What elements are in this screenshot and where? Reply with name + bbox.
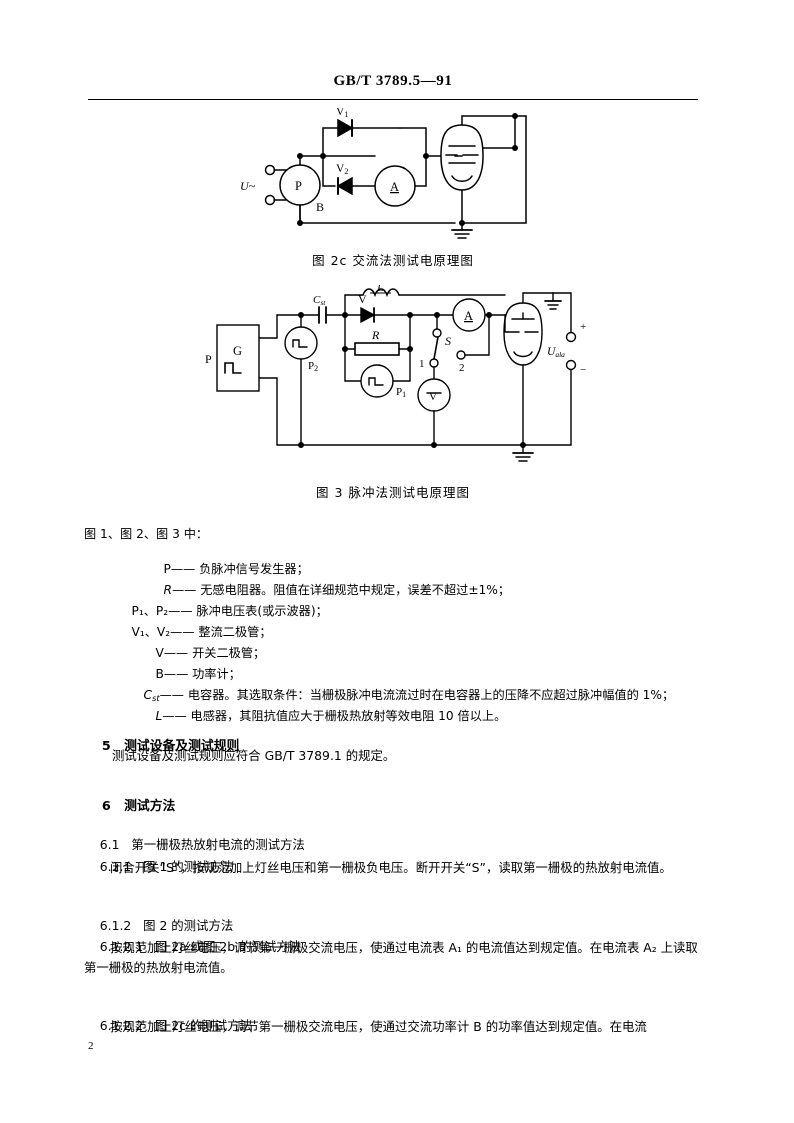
figure-3-terminal-minus: − (580, 364, 586, 376)
figure-3-terminal-plus: + (580, 321, 586, 333)
subsection-6-1-2-1-body: 按规范加上灯丝电压，调节第一栅极交流电压，使通过电流表 A₁ 的电流值达到规定值… (84, 940, 698, 975)
legend-symbol-rectifier-diodes: V₁、V₂ (131, 625, 171, 639)
figure-2c-source-label: U~ (240, 179, 256, 193)
section-6-heading: 6 测试方法 (84, 778, 175, 835)
legend-item-capacitor: Cst—— 电容器。其选取条件：当栅极脉冲电流流过时在电容器上的压降不应超过脉冲… (128, 671, 675, 717)
legend-desc-power-meter: —— 功率计； (163, 667, 241, 681)
legend-desc-pulse-meters: —— 脉冲电压表(或示波器)； (168, 604, 328, 618)
legend-symbol-r: R (163, 583, 172, 597)
legend-symbol-power-meter: B (155, 667, 164, 681)
figure-2c-b-label: B (316, 200, 324, 214)
figure-3-p2-label: P2 (308, 360, 318, 373)
figure-2c: U~ P B V1 V2 A (230, 106, 560, 248)
subsection-6-1-2-number: 6.1.2 (99, 918, 132, 933)
legend-symbol-capacitor-sub: st (152, 693, 160, 704)
legend-desc-r: —— 无感电阻器。阻值在详细规范中规定，误差不超过±1%； (171, 583, 511, 597)
figure-3-cst-label: Cst (313, 294, 326, 307)
figure-2c-svg: U~ P B V1 V2 A (240, 106, 527, 239)
figure-3-caption: 图 3 脉冲法测试电原理图 (316, 485, 470, 500)
figure-3: V (205, 280, 595, 475)
subsection-6-1-1-heading: 6.1.1 图 1 的测试方法 (84, 838, 233, 895)
figure-2c-caption: 图 2c 交流法测试电原理图 (312, 253, 474, 268)
legend-item-inductor: L—— 电感器，其阻抗值应大于栅极热放射等效电阻 10 倍以上。 (140, 692, 507, 738)
figure-3-v-label: V (358, 292, 367, 306)
figure-3-r-label: R (371, 328, 380, 342)
subsection-6-1-title: 第一栅极热放射电流的测试方法 (131, 837, 305, 852)
legend-symbol-switch-diode: V (155, 646, 164, 660)
legend-item-switch-diode: V—— 开关二极管； (140, 629, 266, 675)
section-5-title: 测试设备及测试规则 (124, 739, 240, 754)
figure-3-ammeter-label: A (464, 309, 473, 323)
subsection-6-1-2-1-title: 图 2a 或图 2b 的测试方法 (154, 939, 302, 954)
figure-3-g-label: G (233, 344, 242, 358)
figure-3-l-label: L (376, 285, 384, 294)
subsection-6-1-2-2-title: 图 2c 的测试方法 (154, 1018, 252, 1033)
legend-desc-capacitor: —— 电容器。其选取条件：当栅极脉冲电流流过时在电容器上的压降不应超过脉冲幅值的… (159, 688, 675, 702)
figure-3-switch-label: S (445, 334, 451, 348)
section-5-body: 测试设备及测试规则应符合 GB/T 3789.1 的规定。 (112, 748, 396, 763)
legend-symbol-pulse-meters: P₁、P₂ (131, 604, 169, 618)
svg-text:V: V (429, 391, 437, 403)
legend-item-rectifier-diodes: V₁、V₂—— 整流二极管； (116, 608, 272, 654)
page-number: 2 (88, 1040, 94, 1052)
legend-symbol-p: P (163, 562, 171, 576)
subsection-6-1-number: 6.1 (99, 837, 120, 852)
subsection-6-1-1-title: 图 1 的测试方法 (143, 859, 234, 874)
subsection-6-1-2-2-body: 按规范加上灯丝电压，调节第一栅极交流电压，使通过交流功率计 B 的功率值达到规定… (110, 1019, 647, 1034)
legend-item-r: R—— 无感电阻器。阻值在详细规范中规定，误差不超过±1%； (148, 566, 511, 612)
figure-3-switch-pos1-label: 1 (419, 358, 425, 370)
figure-2c-ammeter-label: A (390, 180, 399, 194)
figure-3-p-label: P (205, 352, 212, 366)
standard-number: GB/T 3789.5—91 (333, 73, 453, 89)
subsection-6-1-heading: 6.1 第一栅极热放射电流的测试方法 (84, 816, 305, 873)
subsection-6-1-1-number: 6.1.1 (99, 859, 132, 874)
section-5-number: 5 (101, 739, 111, 754)
subsection-6-1-2-1-heading: 6.1.2.1 图 2a 或图 2b 的测试方法 (84, 918, 301, 975)
subsection-6-1-2-heading: 6.1.2 图 2 的测试方法 (84, 897, 233, 954)
figure-2c-powermeter-label: P (295, 179, 302, 193)
legend-desc-switch-diode: —— 开关二极管； (163, 646, 266, 660)
section-6-title: 测试方法 (124, 799, 176, 814)
figure-3-p1-label: P1 (396, 386, 406, 399)
figure-2c-v1-label: V1 (336, 108, 348, 119)
header-divider (88, 99, 698, 100)
legend-desc-inductor: —— 电感器，其阻抗值应大于栅极热放射等效电阻 10 倍以上。 (162, 709, 507, 723)
legend-item-power-meter: B—— 功率计； (140, 650, 241, 696)
section-6-number: 6 (101, 799, 111, 814)
subsection-6-1-2-1-number: 6.1.2.1 (99, 939, 144, 954)
legend-symbol-inductor: L (155, 709, 163, 723)
figure-3-svg: V (205, 280, 586, 462)
subsection-6-1-2-2-number: 6.1.2.2 (99, 1018, 144, 1033)
legend-desc-rectifier-diodes: —— 整流二极管； (170, 625, 272, 639)
section-5-heading: 5 测试设备及测试规则 (84, 718, 239, 775)
legend-item-p: P—— 负脉冲信号发生器； (148, 545, 309, 591)
legend-item-pulse-meters: P₁、P₂—— 脉冲电压表(或示波器)； (116, 587, 328, 633)
page-header: GB/T 3789.5—91 (88, 72, 698, 90)
legend-symbol-capacitor: C (143, 688, 153, 702)
subsection-6-1-1-body: 闭合开关“S”，按规范加上灯丝电压和第一栅极负电压。断开开关“S”，读取第一栅极… (110, 860, 672, 875)
figure-2c-v2-label: V2 (336, 163, 348, 176)
legend-desc-p: —— 负脉冲信号发生器； (170, 562, 309, 576)
figure-3-switch-pos2-label: 2 (459, 362, 465, 374)
legend-intro: 图 1、图 2、图 3 中： (84, 527, 209, 541)
figure-3-uala-label: Uala (547, 346, 565, 359)
subsection-6-1-2-2-heading: 6.1.2.2 图 2c 的测试方法 (84, 997, 252, 1054)
subsection-6-1-2-title: 图 2 的测试方法 (143, 918, 234, 933)
